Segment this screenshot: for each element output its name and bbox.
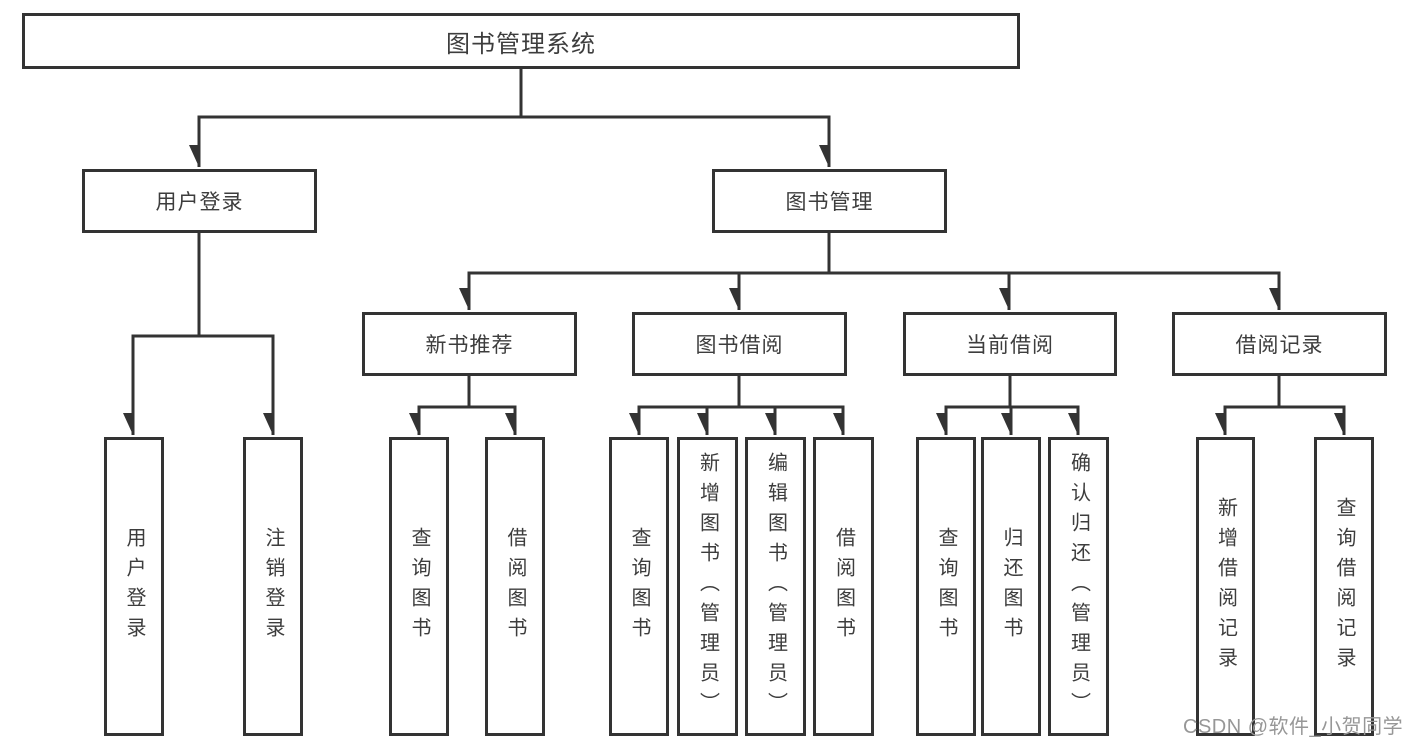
leaf-query-borrow-record: 查询借阅记录 (1314, 437, 1374, 736)
node-label: 新书推荐 (425, 334, 514, 357)
node-book-borrowing: 图书借阅 (632, 312, 847, 376)
node-label: 查询图书 (935, 526, 957, 647)
node-user-login: 用户登录 (82, 169, 317, 233)
node-label: 编辑图书（管理员） (764, 451, 787, 722)
node-label: 借阅图书 (832, 526, 855, 647)
leaf-user-login: 用户登录 (104, 437, 164, 736)
leaf-query-books-borrowing: 查询图书 (609, 437, 669, 736)
csdn-watermark: CSDN @软件_小贺同学 (1183, 716, 1404, 738)
node-new-book-recommend: 新书推荐 (362, 312, 577, 376)
node-borrowing-records: 借阅记录 (1172, 312, 1387, 376)
leaf-query-books-recommend: 查询图书 (389, 437, 449, 736)
node-label: 注销登录 (262, 526, 284, 647)
leaf-add-book-admin: 新增图书（管理员） (677, 437, 738, 736)
node-label: 用户登录 (155, 191, 244, 214)
leaf-return-book: 归还图书 (981, 437, 1041, 736)
node-label: 查询图书 (408, 526, 430, 647)
node-library-management-system: 图书管理系统 (22, 13, 1020, 69)
node-label: 借阅图书 (504, 526, 526, 647)
node-book-management: 图书管理 (712, 169, 947, 233)
leaf-borrow-books-recommend: 借阅图书 (485, 437, 545, 736)
leaf-add-borrow-record: 新增借阅记录 (1196, 437, 1255, 736)
node-label: 归还图书 (1000, 526, 1022, 647)
node-label: 图书管理 (785, 191, 874, 214)
leaf-edit-book-admin: 编辑图书（管理员） (745, 437, 806, 736)
node-label: 图书管理系统 (446, 30, 596, 58)
node-label: 图书借阅 (695, 334, 784, 357)
node-label: 新增借阅记录 (1214, 496, 1237, 677)
leaf-borrow-books-borrowing: 借阅图书 (813, 437, 874, 736)
node-label: 借阅记录 (1235, 334, 1324, 357)
node-label: 查询借阅记录 (1333, 496, 1355, 677)
node-current-borrowing: 当前借阅 (903, 312, 1117, 376)
node-label: 当前借阅 (966, 334, 1054, 357)
node-label: 新增图书（管理员） (696, 451, 719, 722)
leaf-query-books-current: 查询图书 (916, 437, 976, 736)
leaf-logout: 注销登录 (243, 437, 303, 736)
node-label: 用户登录 (123, 526, 145, 647)
node-label: 查询图书 (628, 526, 650, 647)
leaf-confirm-return-admin: 确认归还（管理员） (1048, 437, 1109, 736)
node-label: 确认归还（管理员） (1067, 451, 1090, 722)
